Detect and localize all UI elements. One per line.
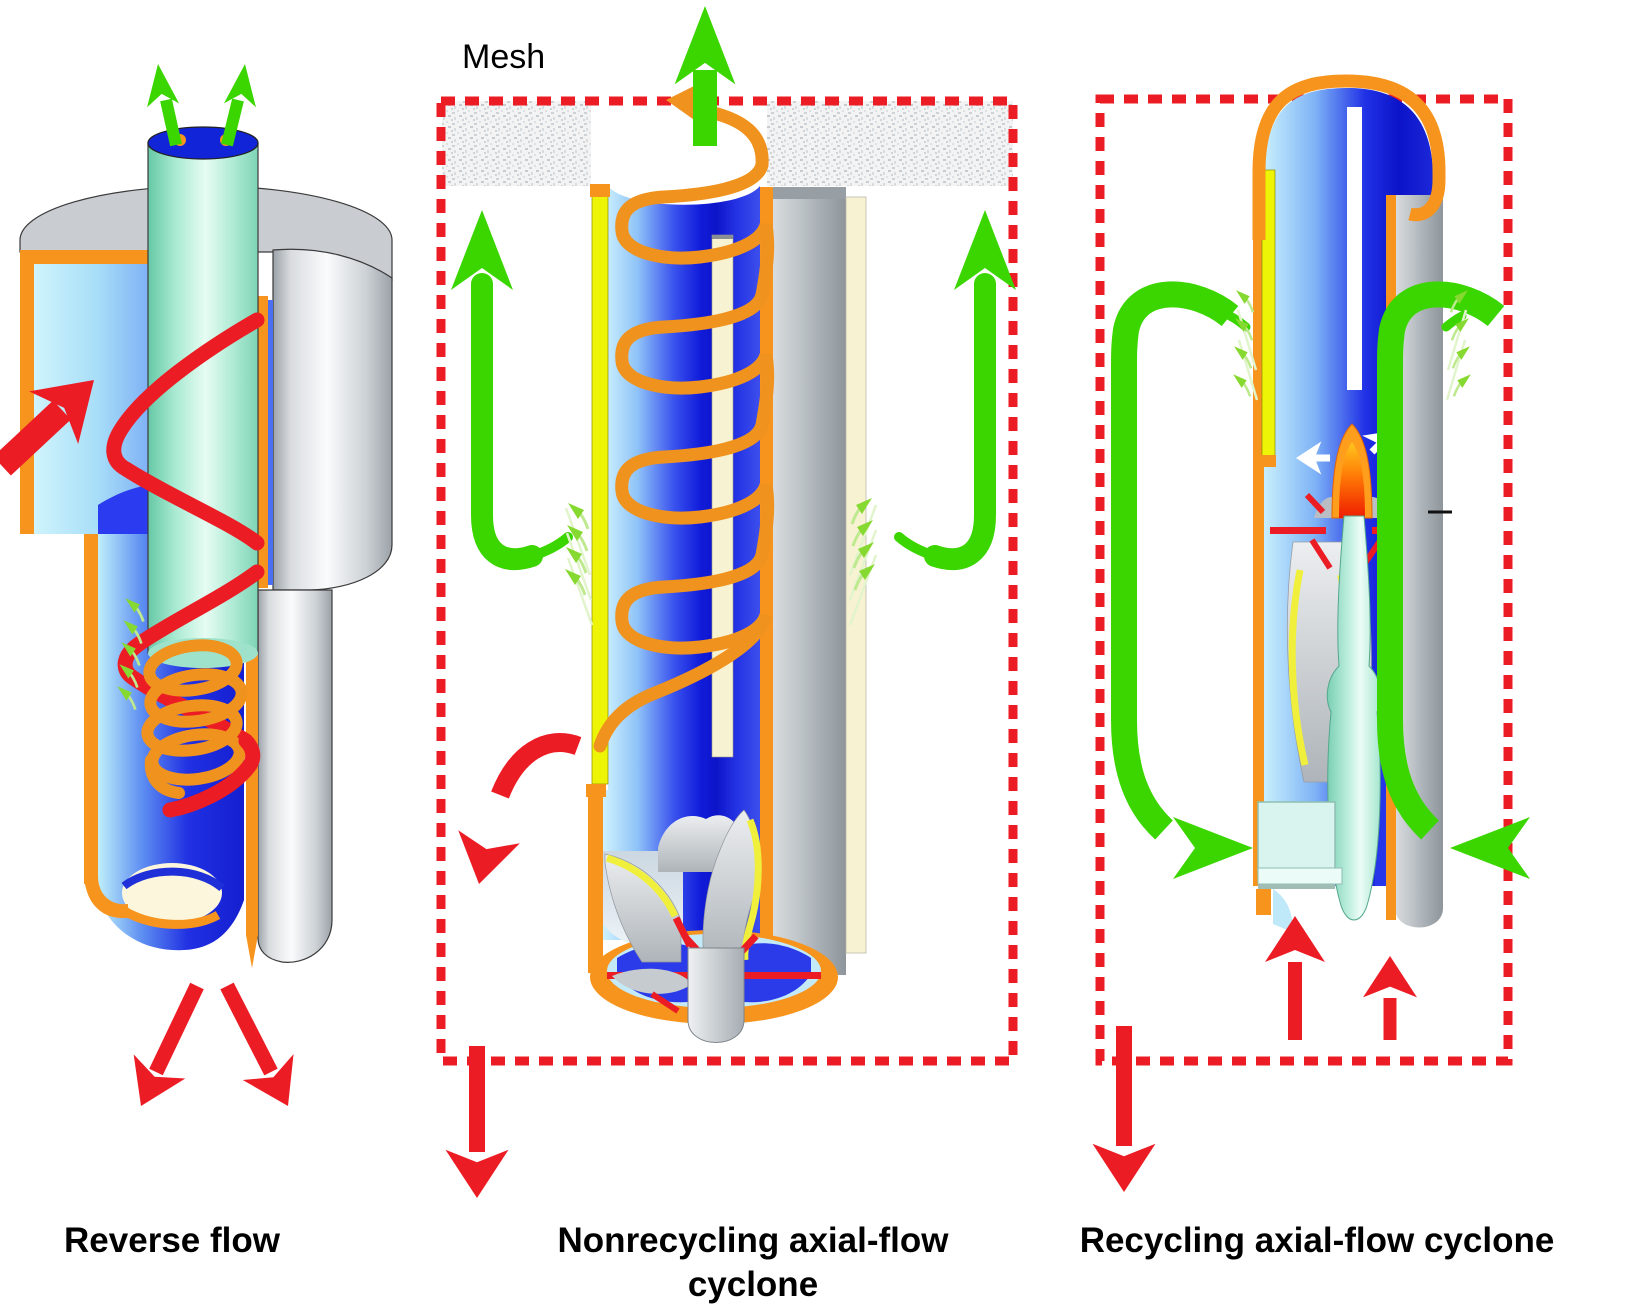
center-rod	[1347, 107, 1362, 390]
dust-coil	[141, 639, 248, 799]
outer-wall-top-edge	[773, 187, 846, 199]
flow-through-wall-chevrons	[563, 501, 594, 626]
panel-reverse-flow: Reverse flow	[0, 62, 393, 1260]
feed-inlet-up-arrows	[1265, 916, 1417, 1040]
drive-shaft	[1326, 515, 1382, 921]
body-wall-stub	[1256, 889, 1271, 915]
clean-gas-up-arrow-left	[451, 210, 573, 571]
mesh-annotation: Mesh	[462, 38, 545, 76]
filter-wall-cap-top	[590, 184, 610, 197]
lower-wall-left-curve	[84, 876, 128, 919]
outer-wall	[1395, 195, 1443, 928]
center-rod-cap	[712, 235, 733, 239]
clean-gas-outlet-arrow	[674, 6, 736, 146]
flow-through-wall-chevrons	[1445, 289, 1473, 401]
dirty-gas-spiral-end	[162, 733, 261, 818]
flow-through-wall-chevrons	[848, 496, 878, 626]
filter-wall-left	[591, 195, 609, 785]
outer-shell-lower	[257, 589, 333, 963]
panel-recycling: Recycling axial-flow cyclone	[1080, 74, 1555, 1260]
recycle-arrow-right	[1377, 281, 1530, 879]
recycle-arrow-left	[1111, 281, 1253, 879]
cut-wall-blue-sliver	[268, 300, 273, 585]
filter-wall-cap	[1260, 455, 1276, 467]
mesh-band-right	[767, 101, 1013, 186]
dust-discharge-down-arrow	[445, 1046, 509, 1198]
mesh-band-left	[442, 101, 591, 186]
flow-through-wall-chevrons	[1231, 289, 1259, 401]
lower-rim-bottom	[123, 907, 221, 929]
dust-outlet-arrows	[115, 982, 314, 1119]
outer-shell-upper	[272, 248, 393, 591]
interior-sliver-bottom	[1273, 889, 1293, 932]
cut-wall-edge-right-upper	[256, 296, 268, 588]
lower-wall-left	[588, 796, 603, 973]
lower-wall-right-tip	[246, 935, 258, 968]
panel-title-nonrecycling-line1: Nonrecycling axial-flow	[558, 1221, 950, 1260]
recirculation-core	[1314, 423, 1390, 519]
clean-gas-up-arrow-right	[894, 210, 1016, 571]
impeller-shaft	[687, 947, 745, 1043]
dust-discharge-curved-arrow	[448, 733, 582, 891]
impeller	[604, 809, 762, 1043]
dome-cap	[1252, 74, 1446, 240]
lower-wall-left	[84, 534, 98, 884]
vortex-finder-top	[147, 126, 259, 160]
dirty-gas-spiral	[106, 312, 265, 749]
filter-wall-cap-bottom	[586, 784, 606, 797]
panel-title-nonrecycling-line2: cyclone	[688, 1265, 818, 1304]
panel-title-reverse-flow: Reverse flow	[64, 1221, 281, 1260]
clean-gas-out-arrows	[142, 62, 261, 147]
panel-title-recycling: Recycling axial-flow cyclone	[1080, 1221, 1555, 1260]
dust-discharge-down-arrow	[1092, 1026, 1156, 1192]
body-wall-left	[1253, 236, 1264, 886]
feed-inlet-arrow	[0, 353, 119, 476]
dust-outlet-rim	[121, 867, 225, 892]
separator-line	[1270, 527, 1326, 534]
outer-wall	[773, 187, 846, 975]
panel-nonrecycling: Mesh Nonrecycling axial-flow cyclone	[436, 6, 1018, 1304]
collection-box	[1257, 801, 1343, 889]
